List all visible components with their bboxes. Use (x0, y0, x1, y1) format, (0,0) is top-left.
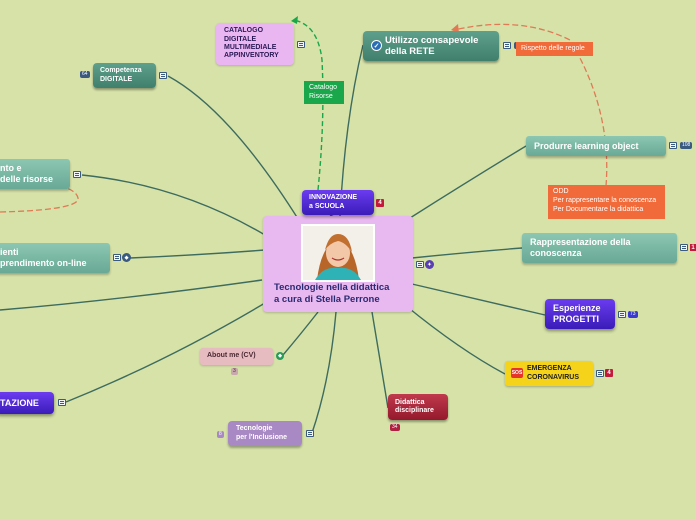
tazione-label: TAZIONE (0, 397, 39, 408)
learning-object-label: Produrre learning object (534, 140, 639, 151)
link-esperienze (411, 283, 546, 316)
esperienze-note-icon[interactable] (618, 311, 626, 318)
topic-learning-object[interactable]: Produrre learning object (526, 136, 666, 156)
ambienti-line1: ienti (0, 247, 19, 258)
rete-note-icon[interactable] (503, 42, 511, 49)
topic-esperienze-progetti[interactable]: Esperienze PROGETTI (545, 299, 615, 329)
emergenza-note-icon[interactable] (596, 370, 604, 377)
link-risorse (81, 174, 266, 236)
rispetto-text: Rispetto delle regole (521, 45, 585, 52)
catalogo-line3: MULTIMEDIALE (224, 44, 277, 51)
risorse-line1: nto e (0, 163, 22, 174)
ambienti-line2: prendimento on-line (0, 258, 87, 268)
rappresentazione-attachment-icon[interactable]: 1 (690, 244, 696, 251)
didattica-count-badge: 34 (390, 424, 400, 431)
risorse-line2: delle risorse (0, 174, 54, 184)
esperienze-line2: PROGETTI (553, 314, 600, 324)
rappresentazione-line1: Rappresentazione della (530, 237, 631, 248)
central-note-icon[interactable] (416, 261, 424, 268)
rappresentazione-note-icon[interactable] (680, 244, 688, 251)
topic-catalogo-digitale[interactable]: CATALOGO DIGITALE MULTIMEDIALE APPINVENT… (216, 23, 294, 65)
competenza-line2: DIGITALE (100, 75, 133, 83)
link-about (282, 311, 319, 356)
catalogo-line1: CATALOGO (224, 27, 264, 35)
link-learning (409, 145, 527, 219)
emergenza-line1: EMERGENZA (527, 365, 572, 373)
rete-line2: della RETE (385, 46, 435, 57)
inclusione-count-badge: 8 (217, 431, 224, 438)
ambienti-link-icon[interactable]: ◆ (122, 253, 131, 262)
inclusione-line1: Tecnologie (236, 425, 273, 433)
odd-documentare: Per Documentare la didattica (553, 205, 644, 213)
ambienti-note-icon[interactable] (113, 254, 121, 261)
link-emergenza (404, 304, 506, 375)
topic-utilizzo-rete[interactable]: Utilizzo consapevole della RETE (363, 31, 499, 61)
learning-note-icon[interactable] (669, 142, 677, 149)
central-topic[interactable]: Tecnologie nella didattica a cura di Ste… (263, 216, 413, 312)
didattica-line2: disciplinare (395, 407, 434, 414)
about-me-label: About me (CV) (207, 352, 256, 360)
competenza-note-icon[interactable] (159, 72, 167, 79)
topic-competenza-digitale[interactable]: Competenza DIGITALE (93, 63, 156, 88)
topic-tazione-partial[interactable]: TAZIONE (0, 392, 54, 414)
emergenza-line2: CORONAVIRUS (527, 373, 579, 381)
risorse-note-icon[interactable] (73, 171, 81, 178)
topic-risorse-partial[interactable]: nto e delle risorse (0, 159, 70, 189)
portrait-image (303, 226, 373, 280)
emergenza-attachment-icon[interactable]: 4 (605, 369, 613, 377)
inclusione-line2: per l'Inclusione (236, 433, 288, 441)
esperienze-count-badge: 73 (628, 311, 638, 318)
link-tazione (65, 299, 271, 403)
dashed-link-catalogo (293, 19, 324, 191)
dashed-relation-rete (453, 23, 608, 187)
catalogo-note-icon[interactable] (297, 41, 305, 48)
rappresentazione-line2: conoscenza (530, 248, 582, 258)
link-didattica (371, 311, 389, 409)
learning-count-badge: 108 (680, 142, 693, 149)
odd-rappresentare: Per rappresentare la conoscenza (553, 196, 657, 204)
callout-catalogo-risorse[interactable]: Catalogo Risorse (304, 81, 344, 104)
topic-emergenza-coronavirus[interactable]: EMERGENZA CORONAVIRUS (505, 361, 593, 386)
catalogo-line4: APPINVENTORY (224, 52, 279, 60)
link-competenza (167, 75, 301, 223)
link-left-edge (0, 279, 263, 311)
competenza-count-badge: 64 (80, 71, 90, 78)
topic-rappresentazione[interactable]: Rappresentazione della conoscenza (522, 233, 677, 263)
link-rappresentazione (411, 247, 523, 259)
link-inclusione (311, 311, 337, 434)
callout-rispetto-regole[interactable]: Rispetto delle regole (516, 42, 593, 56)
central-title-line1: Tecnologie nella didattica (274, 282, 390, 293)
catalogo-line2: DIGITALE (224, 35, 257, 43)
catalogo-risorse-line1: Catalogo (309, 84, 338, 91)
didattica-line1: Didattica (395, 398, 425, 406)
central-title-line2: a cura di Stella Perrone (274, 293, 380, 305)
about-link-icon[interactable]: ◆ (276, 352, 284, 360)
odd-label: ODD (553, 188, 569, 195)
tazione-note-icon[interactable] (58, 399, 66, 406)
arrowhead-rete (451, 24, 459, 33)
innovazione-line2: a SCUOLA (309, 202, 345, 210)
esperienze-line1: Esperienze (553, 303, 601, 314)
callout-odd[interactable]: ODD Per rappresentare la conoscenza Per … (548, 185, 665, 219)
competenza-line1: Competenza (100, 67, 142, 75)
innovazione-attachment-icon[interactable]: 4 (376, 199, 384, 207)
central-link-icon[interactable]: ✦ (425, 260, 434, 269)
central-photo (301, 224, 375, 282)
sos-icon: SOS (511, 368, 523, 378)
inclusione-note-icon[interactable] (306, 430, 314, 437)
arrowhead-catalogo (291, 16, 298, 24)
topic-innovazione-scuola[interactable]: INNOVAZIONE a SCUOLA (302, 190, 374, 215)
link-ambienti (129, 249, 266, 259)
catalogo-risorse-line2: Risorse (309, 92, 333, 100)
topic-about-me[interactable]: About me (CV) (200, 348, 273, 365)
globe-icon: ✓ (371, 40, 382, 51)
topic-ambienti-partial[interactable]: ienti prendimento on-line (0, 243, 110, 273)
rete-line1: Utilizzo consapevole (385, 34, 479, 46)
innovazione-line1: INNOVAZIONE (309, 194, 358, 202)
about-count-badge: 3 (231, 368, 238, 375)
topic-tecnologie-inclusione[interactable]: Tecnologie per l'Inclusione (228, 421, 302, 446)
topic-didattica-disciplinare[interactable]: Didattica disciplinare (388, 394, 448, 420)
